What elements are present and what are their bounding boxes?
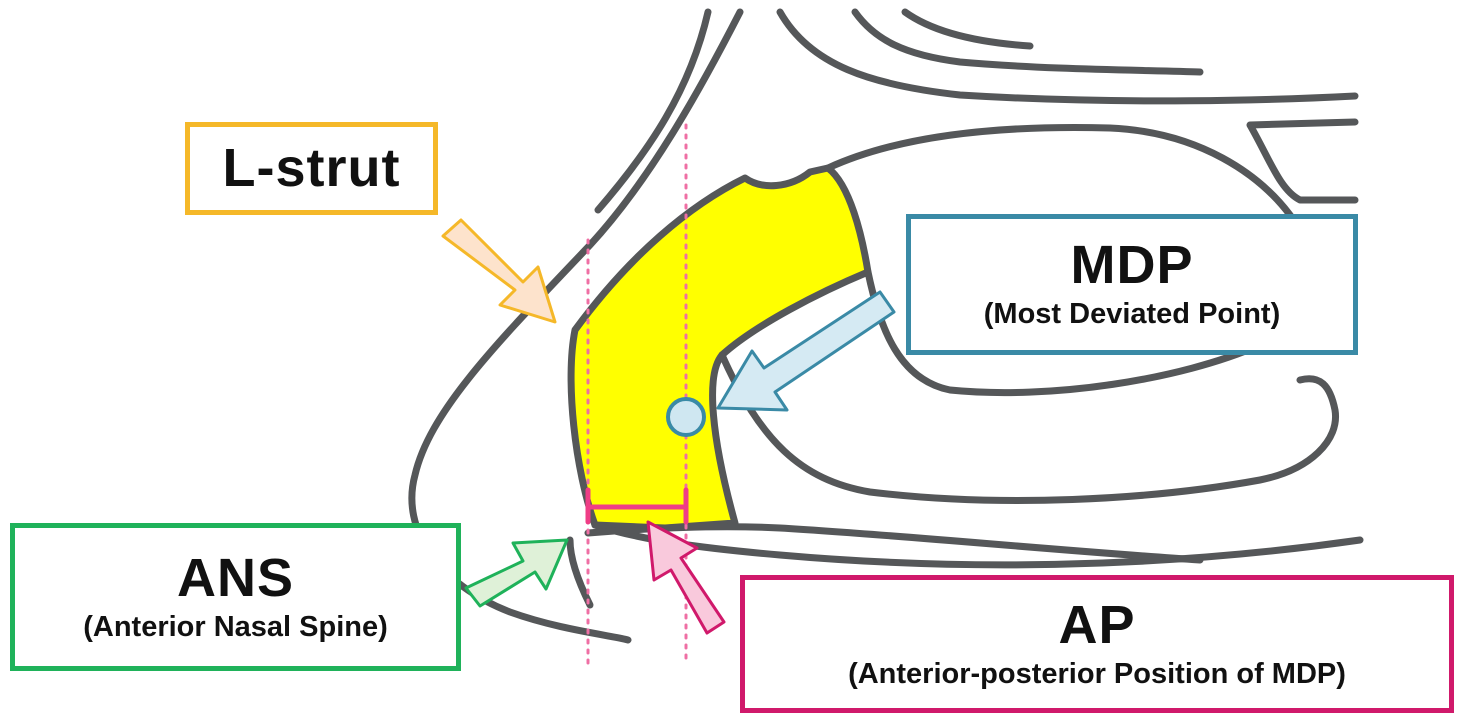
lower-turbinate-line <box>722 355 1336 501</box>
frontal-contour-inner <box>855 12 1200 72</box>
ans-subtitle: (Anterior Nasal Spine) <box>83 611 388 644</box>
mdp-title: MDP <box>1071 237 1194 294</box>
upper-lateral-line <box>598 12 708 210</box>
frontal-contour-top <box>905 12 1030 46</box>
ans-title: ANS <box>177 550 294 607</box>
ap-subtitle: (Anterior-posterior Position of MDP) <box>848 658 1346 691</box>
arrow-down-right-icon <box>443 220 555 322</box>
ap-title: AP <box>1058 597 1135 654</box>
l-strut-label-box: L-strut <box>185 122 438 215</box>
circle-marker-icon <box>668 399 704 435</box>
l-strut-title: L-strut <box>223 140 401 197</box>
arrow-up-right-icon <box>466 540 567 606</box>
mdp-label-box: MDP (Most Deviated Point) <box>906 214 1358 355</box>
ans-label-box: ANS (Anterior Nasal Spine) <box>10 523 461 671</box>
ap-label-box: AP (Anterior-posterior Position of MDP) <box>740 575 1454 713</box>
mdp-subtitle: (Most Deviated Point) <box>984 298 1280 331</box>
